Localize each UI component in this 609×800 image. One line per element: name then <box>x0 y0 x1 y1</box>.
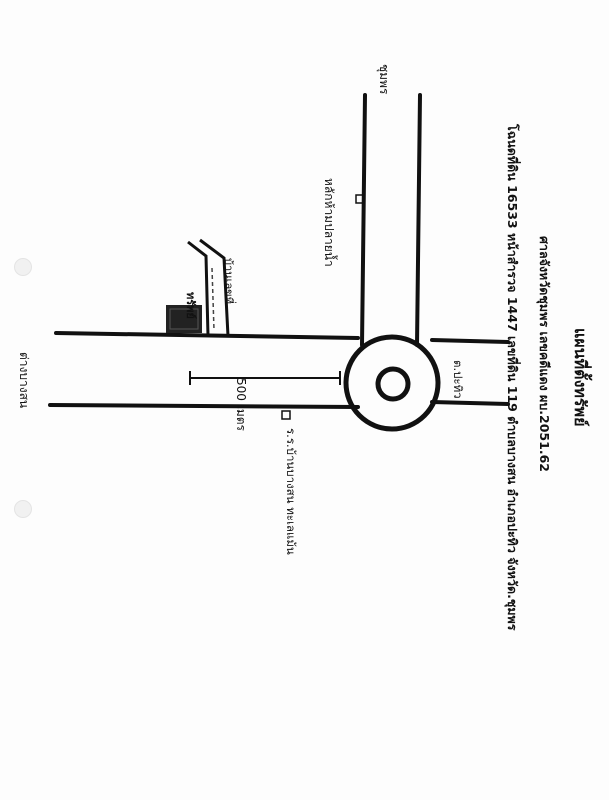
east-road-bottom-edge <box>430 400 510 406</box>
roundabout-outer <box>343 334 441 432</box>
label-school: ร.ร.บ้านบางสน ทะเลแม้น <box>284 428 298 555</box>
label-ktk: ต.ปะทิว <box>451 360 465 399</box>
punch-hole-top <box>14 258 32 276</box>
north-road-left-edge <box>360 93 367 347</box>
east-road-top-edge <box>430 338 510 344</box>
map-title: แผนที่ตั้งทรัพย์ <box>571 328 590 427</box>
side-lane-detail <box>211 267 215 331</box>
label-house: บ้านเลขที่ <box>222 258 235 304</box>
west-landmark-marker <box>355 194 365 204</box>
main-road-bottom-edge <box>48 403 360 409</box>
label-west-landmark: หลักห้ามปลายน้ำ <box>322 178 336 267</box>
roundabout-inner <box>375 366 411 402</box>
deed-info-line: โฉนดที่ดิน 16533 หน้าสำรวจ 1447 เลขที่ดิ… <box>505 124 520 631</box>
label-distance: 500 เมตร <box>234 378 248 431</box>
north-road-right-edge <box>415 93 422 347</box>
label-to-south: ต่างบางสน <box>17 352 31 409</box>
school-marker <box>281 410 291 420</box>
side-lane-outer <box>187 240 210 337</box>
label-to-north: ชุมพร <box>377 64 391 95</box>
property-block-hatch <box>169 308 199 330</box>
punch-hole-bottom <box>14 500 32 518</box>
side-lane-inner <box>199 238 230 337</box>
property-block <box>166 305 202 333</box>
label-property: ทรัพย์ <box>184 292 197 319</box>
court-case-line: ศาลจังหวัดชุมพร เลขคดีแดง ผบ.2051.62 <box>537 236 552 472</box>
